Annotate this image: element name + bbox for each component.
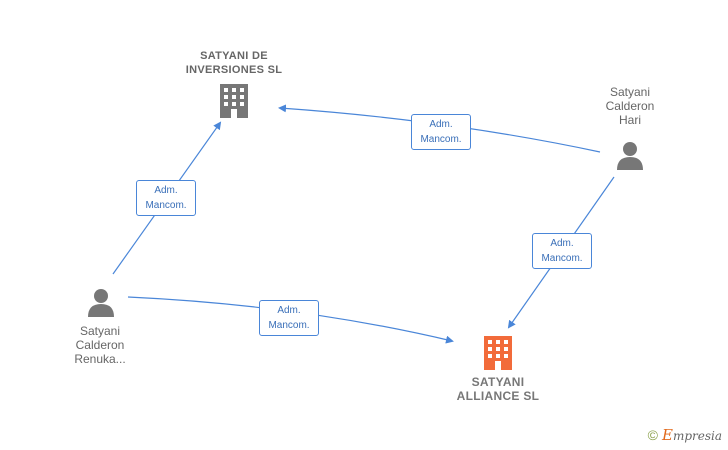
person-label-hari[interactable]: Satyani Calderon Hari	[605, 85, 655, 127]
edge-label-role: Adm.	[277, 305, 301, 316]
edge-label-renuka-inversiones: Adm. Mancom.	[136, 180, 196, 216]
company-label-inversiones[interactable]: SATYANI DE INVERSIONES SL	[185, 50, 283, 76]
person-icon-renuka	[88, 289, 114, 317]
edge-label-renuka-alliance: Adm. Mancom.	[259, 300, 319, 336]
edge-label-role: Adm.	[429, 119, 453, 130]
building-icon-main	[484, 336, 512, 370]
edge-label-type: Mancom.	[541, 253, 583, 264]
company-label-alliance[interactable]: SATYANI ALLIANCE SL	[456, 375, 540, 403]
footer-brand: © Empresia	[648, 426, 722, 444]
edge-label-type: Mancom.	[145, 200, 187, 211]
edge-label-role: Adm.	[550, 238, 574, 249]
copyright-icon: ©	[647, 427, 658, 443]
edge-label-type: Mancom.	[268, 320, 310, 331]
building-icon	[220, 84, 248, 118]
edge-label-type: Mancom.	[420, 134, 462, 145]
edge-label-role: Adm.	[154, 185, 178, 196]
edge-label-hari-alliance: Adm. Mancom.	[532, 233, 592, 269]
person-label-renuka[interactable]: Satyani Calderon Renuka...	[74, 324, 126, 366]
edge-label-hari-inversiones: Adm. Mancom.	[411, 114, 471, 150]
person-icon-hari	[617, 142, 643, 170]
brand-logo: Empresia	[661, 426, 722, 444]
